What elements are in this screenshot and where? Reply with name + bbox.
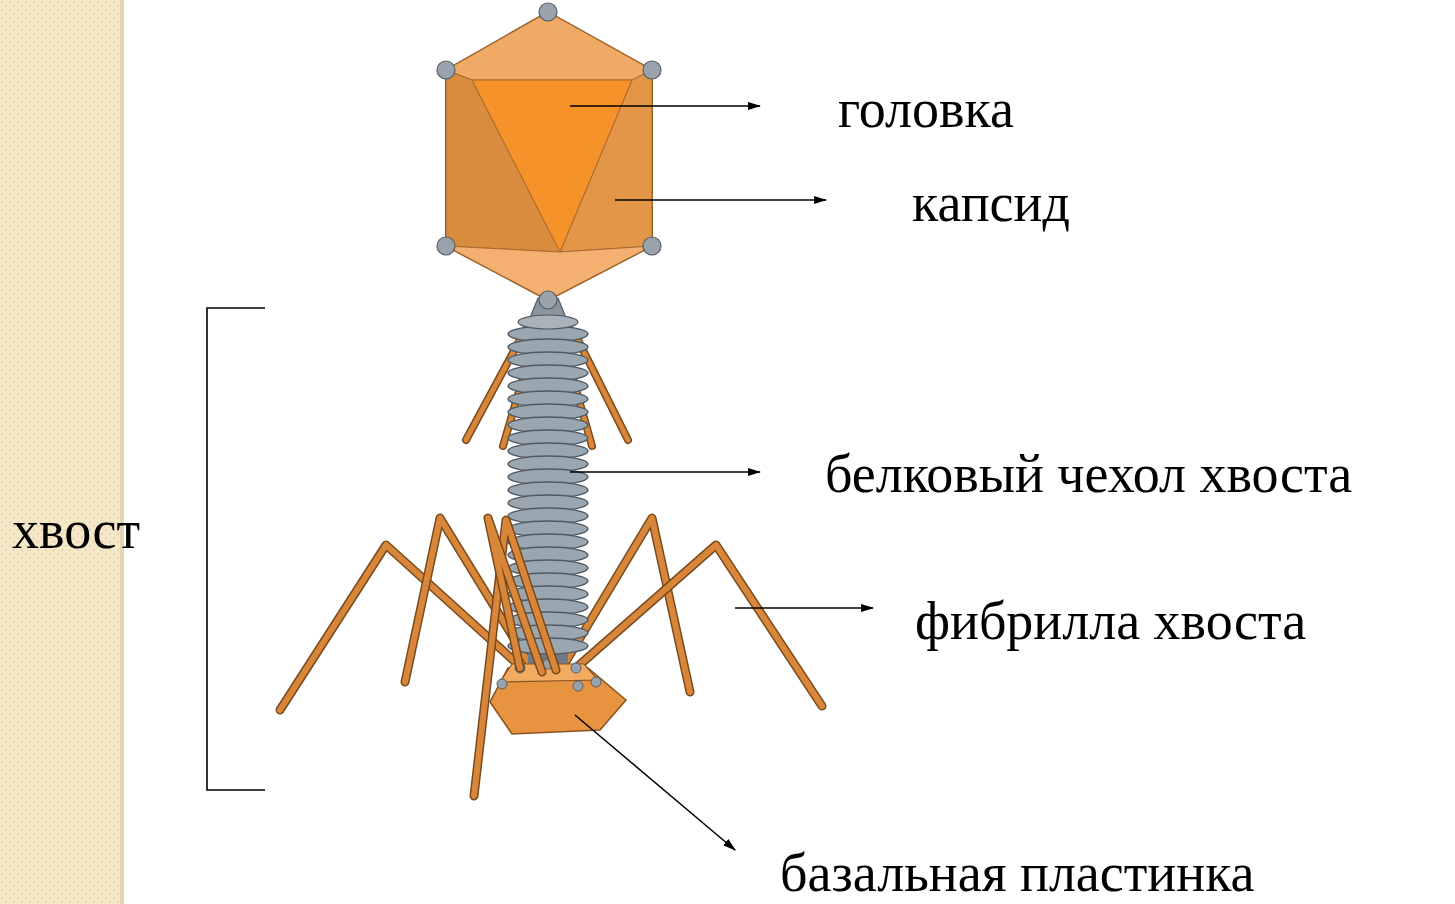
tail-fibre [576, 545, 822, 706]
tail-bracket [207, 308, 265, 790]
baseplate-pin [573, 681, 583, 691]
capsid-vertex [437, 237, 455, 255]
leader-line [735, 607, 873, 609]
leader-line [575, 715, 735, 850]
part-label: капсид [912, 176, 1070, 230]
tail-fibre [488, 518, 542, 672]
side-strip [0, 0, 122, 904]
capsid-face [446, 12, 652, 80]
fibre-outline [488, 518, 542, 672]
capsid-outline [446, 12, 652, 300]
part-label: базальная пластинка [780, 846, 1255, 900]
fibre-outline [576, 545, 822, 706]
baseplate-pin [497, 679, 507, 689]
part-label: фибрилла хвоста [915, 594, 1306, 648]
capsid-vertex [643, 61, 661, 79]
collar [518, 315, 578, 329]
leader-line [615, 199, 826, 201]
part-label: белковый чехол хвоста [825, 447, 1352, 501]
bacteriophage [280, 3, 822, 796]
capsid-vertex [539, 3, 557, 21]
baseplate-pin [591, 677, 601, 687]
capsid-vertex [643, 237, 661, 255]
leader-line [570, 471, 760, 473]
part-label: хвост [12, 503, 140, 557]
baseplate-pin [571, 663, 581, 673]
strip-edge [120, 0, 124, 904]
capsid-vertex [539, 291, 557, 309]
capsid-vertex [437, 61, 455, 79]
part-label: головка [838, 82, 1014, 136]
leader-line [570, 105, 760, 107]
